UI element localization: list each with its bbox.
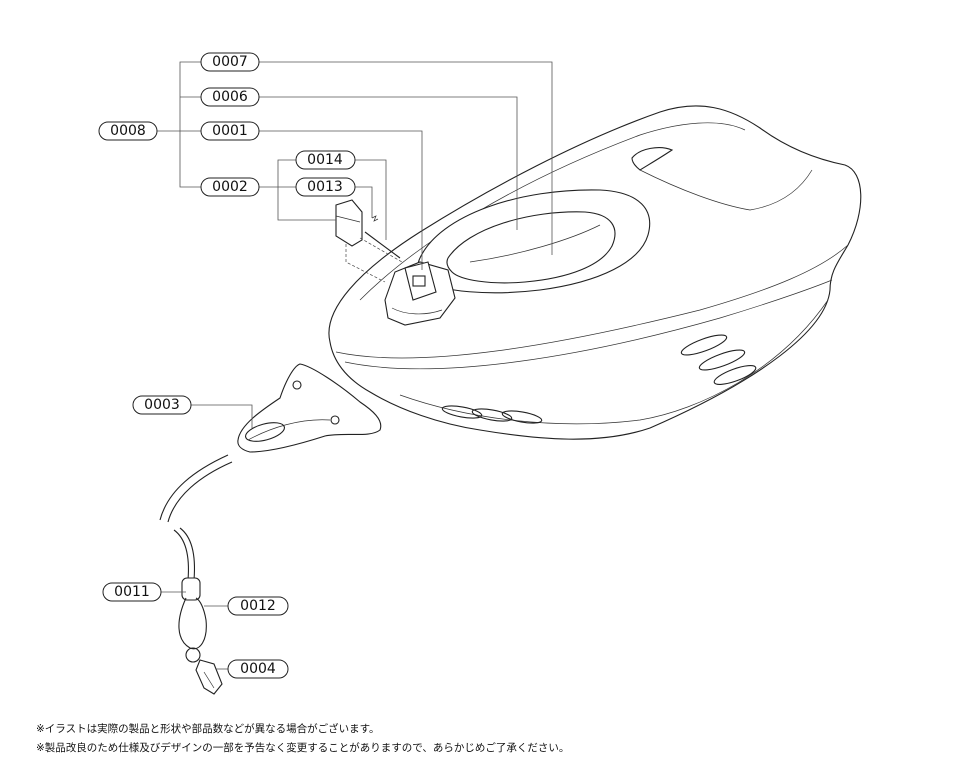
seat-inner-divider xyxy=(469,224,601,263)
leader-0013 xyxy=(355,186,373,218)
cord-upper-2 xyxy=(179,527,196,581)
callout-label: 0001 xyxy=(212,123,248,139)
body-rim-line xyxy=(335,244,849,359)
cord-assembly xyxy=(178,577,223,695)
side-vent-1 xyxy=(680,334,728,356)
grip-handle-body xyxy=(237,363,382,453)
grip-inner-edge xyxy=(247,419,331,441)
cord-ring xyxy=(185,647,201,663)
callout-label: 0014 xyxy=(307,152,343,168)
callout-label: 0008 xyxy=(110,123,146,139)
body-top-ridge xyxy=(359,122,746,301)
bottom-vent-3 xyxy=(501,410,543,424)
body-lower-curve xyxy=(399,299,829,425)
callout-0011: 0011 xyxy=(102,582,162,602)
side-vent-2 xyxy=(698,349,746,371)
pin-assembly-guide xyxy=(359,237,403,263)
callout-label: 0007 xyxy=(212,54,248,70)
callout-label: 0011 xyxy=(114,584,150,600)
hook-part xyxy=(195,659,223,695)
callout-label: 0004 xyxy=(240,661,276,677)
callout-label: 0003 xyxy=(144,397,180,413)
side-vent-3 xyxy=(713,365,757,385)
callout-0003: 0003 xyxy=(132,395,192,415)
bottom-vent-1 xyxy=(441,405,483,419)
callout-0002: 0002 xyxy=(200,177,260,197)
grip-handle xyxy=(237,363,382,453)
callout-0008: 0008 xyxy=(98,121,158,141)
seat-opening-inner xyxy=(446,211,616,284)
grip-screw-2 xyxy=(330,415,340,425)
callout-label: 0012 xyxy=(240,598,276,614)
pin-part xyxy=(364,231,401,259)
leader-0003 xyxy=(191,404,253,428)
bracket-slot xyxy=(412,275,426,287)
callout-0014: 0014 xyxy=(295,150,356,170)
leader-0008-group xyxy=(179,61,201,188)
tube xyxy=(159,454,233,581)
body-rim-line-2 xyxy=(344,279,833,370)
body-side-highlight xyxy=(639,169,813,211)
main-body xyxy=(328,105,862,440)
callout-0004: 0004 xyxy=(227,659,289,679)
clip-assembly xyxy=(335,199,403,283)
clip-edge xyxy=(335,215,361,223)
leader-0007 xyxy=(259,61,553,255)
spring-part xyxy=(371,215,379,222)
callout-0007: 0007 xyxy=(200,52,260,72)
tube-outer xyxy=(159,454,229,521)
bracket-base-line xyxy=(391,307,443,315)
clip-part xyxy=(335,199,363,247)
disclaimer-note-illustration: ※イラストは実際の製品と形状や部品数などが異なる場合がございます。 xyxy=(36,723,380,735)
tube-inner xyxy=(167,461,233,523)
callout-0001: 0001 xyxy=(200,121,260,141)
leader-0014-clip xyxy=(277,159,336,221)
leader-0006 xyxy=(259,96,518,230)
grip-hole xyxy=(245,422,285,442)
front-bracket-plate xyxy=(404,261,437,301)
callout-label: 0002 xyxy=(212,179,248,195)
callout-label: 0006 xyxy=(212,89,248,105)
leader-lines xyxy=(157,61,553,670)
disclaimer-note-spec-change: ※製品改良のため仕様及びデザインの一部を予告なく変更することがありますので、あら… xyxy=(36,742,570,754)
cord-stopper xyxy=(181,577,201,601)
leader-0001 xyxy=(259,130,423,270)
callout-0006: 0006 xyxy=(200,87,260,107)
bottom-vent-2 xyxy=(471,408,513,422)
callout-label: 0013 xyxy=(307,179,343,195)
grip-screw-1 xyxy=(292,380,302,390)
cord-loop xyxy=(178,597,207,650)
leader-0014 xyxy=(355,159,387,240)
hook-gate xyxy=(203,671,215,689)
callout-0013: 0013 xyxy=(295,177,356,197)
cord-upper xyxy=(173,529,189,581)
body-top-notch xyxy=(631,147,674,171)
callout-0012: 0012 xyxy=(227,596,289,616)
clip-assembly-guide xyxy=(345,244,386,283)
